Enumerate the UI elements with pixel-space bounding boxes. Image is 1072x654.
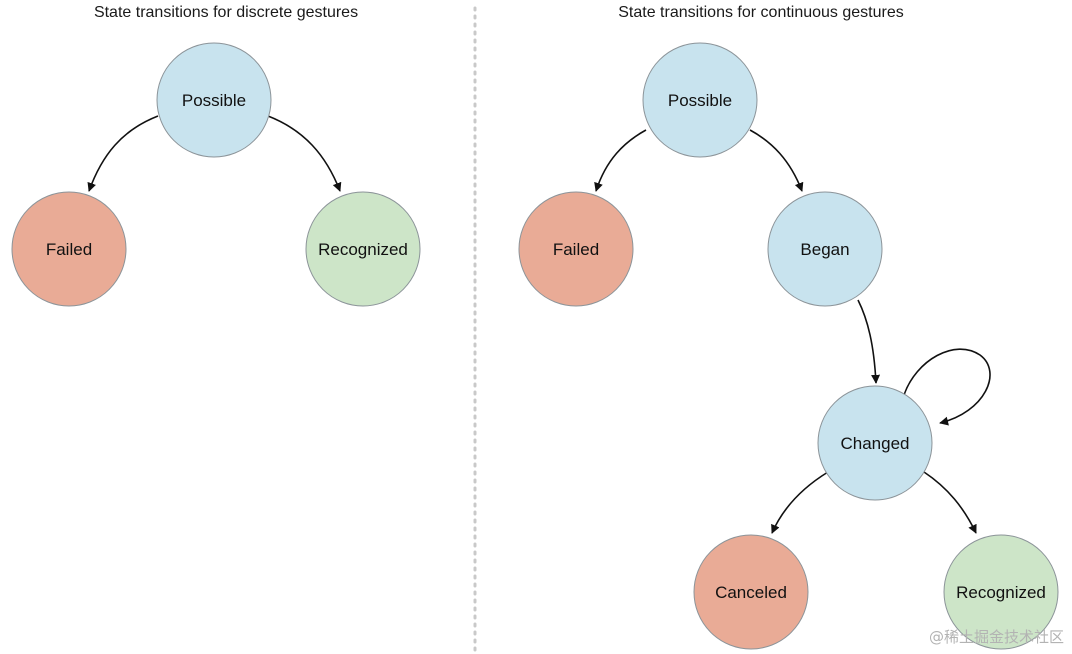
node-continuous-recognized-label: Recognized xyxy=(956,583,1046,602)
edge-continuous-began-to-changed xyxy=(857,299,881,384)
node-discrete-possible-circle xyxy=(156,42,272,158)
node-discrete-recognized: Recognized xyxy=(305,191,421,307)
node-continuous-possible: Possible xyxy=(642,42,758,158)
watermark: @稀土掘金技术社区 xyxy=(929,628,1064,646)
node-discrete-possible-label: Possible xyxy=(182,91,246,110)
node-discrete-possible: Possible xyxy=(156,42,272,158)
node-continuous-canceled-label: Canceled xyxy=(715,583,787,602)
node-continuous-began-circle xyxy=(767,191,883,307)
node-continuous-possible-label: Possible xyxy=(668,91,732,110)
node-continuous-changed-label: Changed xyxy=(840,434,909,453)
node-continuous-changed-circle xyxy=(817,385,933,501)
node-continuous-changed: Changed xyxy=(817,385,933,501)
node-discrete-recognized-label: Recognized xyxy=(318,240,408,259)
node-discrete-failed-circle xyxy=(11,191,127,307)
node-continuous-recognized-circle xyxy=(943,534,1059,650)
edge-continuous-changed-to-recognized xyxy=(923,471,977,534)
edge-continuous-possible-to-began xyxy=(749,129,804,192)
edge-continuous-possible-to-failed xyxy=(594,129,647,192)
edge-continuous-changed-self-loop xyxy=(903,348,991,426)
node-continuous-possible-circle xyxy=(642,42,758,158)
edge-discrete-possible-to-failed xyxy=(87,115,159,192)
node-discrete-failed-label: Failed xyxy=(46,240,92,259)
edge-discrete-possible-to-recognized xyxy=(267,115,342,192)
node-discrete-recognized-circle xyxy=(305,191,421,307)
discrete-panel-title: State transitions for discrete gestures xyxy=(94,4,358,21)
continuous-panel-title: State transitions for continuous gesture… xyxy=(618,4,904,21)
edge-continuous-changed-to-canceled xyxy=(771,471,829,534)
node-continuous-canceled-circle xyxy=(693,534,809,650)
node-continuous-began: Began xyxy=(767,191,883,307)
node-continuous-failed-label: Failed xyxy=(553,240,599,259)
node-continuous-failed: Failed xyxy=(518,191,634,307)
node-continuous-began-label: Began xyxy=(800,240,849,259)
node-continuous-canceled: Canceled xyxy=(693,534,809,650)
node-continuous-failed-circle xyxy=(518,191,634,307)
node-continuous-recognized: Recognized xyxy=(943,534,1059,650)
node-discrete-failed: Failed xyxy=(11,191,127,307)
